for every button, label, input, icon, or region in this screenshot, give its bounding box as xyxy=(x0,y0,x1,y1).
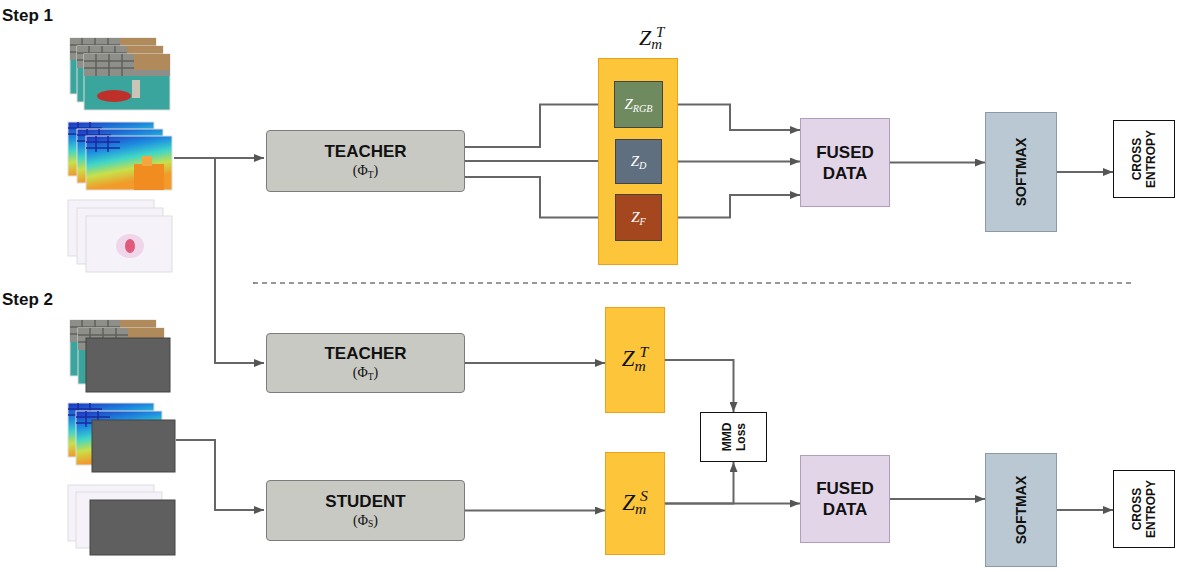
node-title: TEACHER xyxy=(324,142,406,162)
connector-arrow xyxy=(665,503,800,505)
text-holder: MMD Loss xyxy=(720,423,748,452)
node-title: ZF xyxy=(631,208,646,228)
process-box: TEACHER(ΦT) xyxy=(266,130,465,192)
text-part: T xyxy=(368,169,374,179)
node-title: SOFTMAX xyxy=(1013,476,1029,544)
step-label: Step 1 xyxy=(2,6,53,26)
step-label: Step 2 xyxy=(2,290,53,310)
text-part: S xyxy=(640,487,648,504)
loss-box: MMD Loss xyxy=(700,412,767,462)
node-title: ZRGB xyxy=(624,95,652,115)
text-holder: CROSS ENTROPY xyxy=(1130,130,1158,188)
text-part: (Φ xyxy=(353,512,368,527)
softmax-box: SOFTMAX xyxy=(985,112,1057,232)
connector-arrow xyxy=(465,362,605,364)
loss-box: CROSS ENTROPY xyxy=(1113,120,1175,198)
connector-arrow xyxy=(663,105,800,131)
process-box: STUDENT(ΦS) xyxy=(266,480,465,541)
node-title: MMD Loss xyxy=(720,423,748,452)
loss-box: CROSS ENTROPY xyxy=(1113,470,1175,548)
group-heading: ZmT xyxy=(639,25,664,53)
feature-group: ZmTZRGBZDZF xyxy=(598,58,678,265)
node-title: STUDENT xyxy=(325,491,405,511)
node-title: FUSED DATA xyxy=(816,142,874,184)
connector-arrow xyxy=(890,162,985,164)
text-part: T xyxy=(656,24,664,40)
node-title: FUSED DATA xyxy=(816,478,874,520)
connector-arrow xyxy=(465,510,605,512)
process-box: TEACHER(ΦT) xyxy=(266,333,465,393)
node-title: ZD xyxy=(631,152,647,172)
text-holder: ZF xyxy=(631,208,646,228)
connector-arrow xyxy=(1057,171,1113,173)
text-holder: TEACHER(ΦT) xyxy=(324,344,406,383)
text-part: ) xyxy=(374,163,379,178)
text-holder: STUDENT(ΦS) xyxy=(325,491,405,530)
text-part: (Φ xyxy=(353,365,368,380)
node-subtitle: (ΦT) xyxy=(353,162,378,181)
connector-arrow xyxy=(465,177,615,218)
feature-group: ZmT xyxy=(605,307,665,413)
node-title: SOFTMAX xyxy=(1013,138,1029,206)
text-holder: SOFTMAX xyxy=(1013,138,1029,206)
text-part: ) xyxy=(373,512,378,527)
text-holder: FUSED DATA xyxy=(816,142,874,184)
text-holder: CROSS ENTROPY xyxy=(1130,480,1158,538)
feature-box: ZRGB xyxy=(614,81,663,128)
node-title: ZmT xyxy=(622,346,649,374)
connector-arrow xyxy=(465,105,614,148)
text-holder: FUSED DATA xyxy=(816,478,874,520)
fusion-box: FUSED DATA xyxy=(800,455,890,543)
node-title: TEACHER xyxy=(324,344,406,364)
connector-arrow xyxy=(665,360,734,412)
text-part: Z xyxy=(622,490,635,515)
feature-box: ZD xyxy=(615,139,662,184)
text-part: T xyxy=(640,343,649,360)
text-part: Z xyxy=(631,153,639,169)
connector-arrow xyxy=(465,160,615,162)
node-subtitle: (ΦT) xyxy=(353,364,378,383)
connector-arrow xyxy=(890,498,985,500)
softmax-box: SOFTMAX xyxy=(985,453,1057,567)
connector-arrow xyxy=(662,161,800,163)
node-title: ZmS xyxy=(622,490,648,518)
text-holder: TEACHER(ΦT) xyxy=(324,142,406,181)
text-part: ) xyxy=(374,365,379,380)
text-part: S xyxy=(368,519,373,529)
node-title: CROSS ENTROPY xyxy=(1130,480,1158,538)
feature-box: ZF xyxy=(615,194,662,241)
text-holder: SOFTMAX xyxy=(1013,476,1029,544)
connector-arrow xyxy=(662,195,800,218)
text-part: Z xyxy=(624,96,632,112)
text-holder: ZD xyxy=(631,152,647,172)
node-title: CROSS ENTROPY xyxy=(1130,130,1158,188)
text-part: Z xyxy=(639,25,651,50)
text-part: Z xyxy=(631,209,639,225)
fusion-box: FUSED DATA xyxy=(800,118,890,207)
text-holder: ZmT xyxy=(622,346,649,374)
node-subtitle: (ΦS) xyxy=(353,511,378,530)
text-part: (Φ xyxy=(353,163,368,178)
connector-arrow xyxy=(1057,509,1113,511)
text-holder: ZRGB xyxy=(624,95,652,115)
text-holder: ZmS xyxy=(622,490,648,518)
text-part: D xyxy=(639,160,646,171)
text-part: RGB xyxy=(633,103,653,114)
text-part: T xyxy=(368,371,374,381)
feature-group: ZmS xyxy=(605,452,665,555)
text-part: Z xyxy=(622,346,635,371)
text-part: F xyxy=(640,216,646,227)
connector-arrow xyxy=(665,462,734,504)
